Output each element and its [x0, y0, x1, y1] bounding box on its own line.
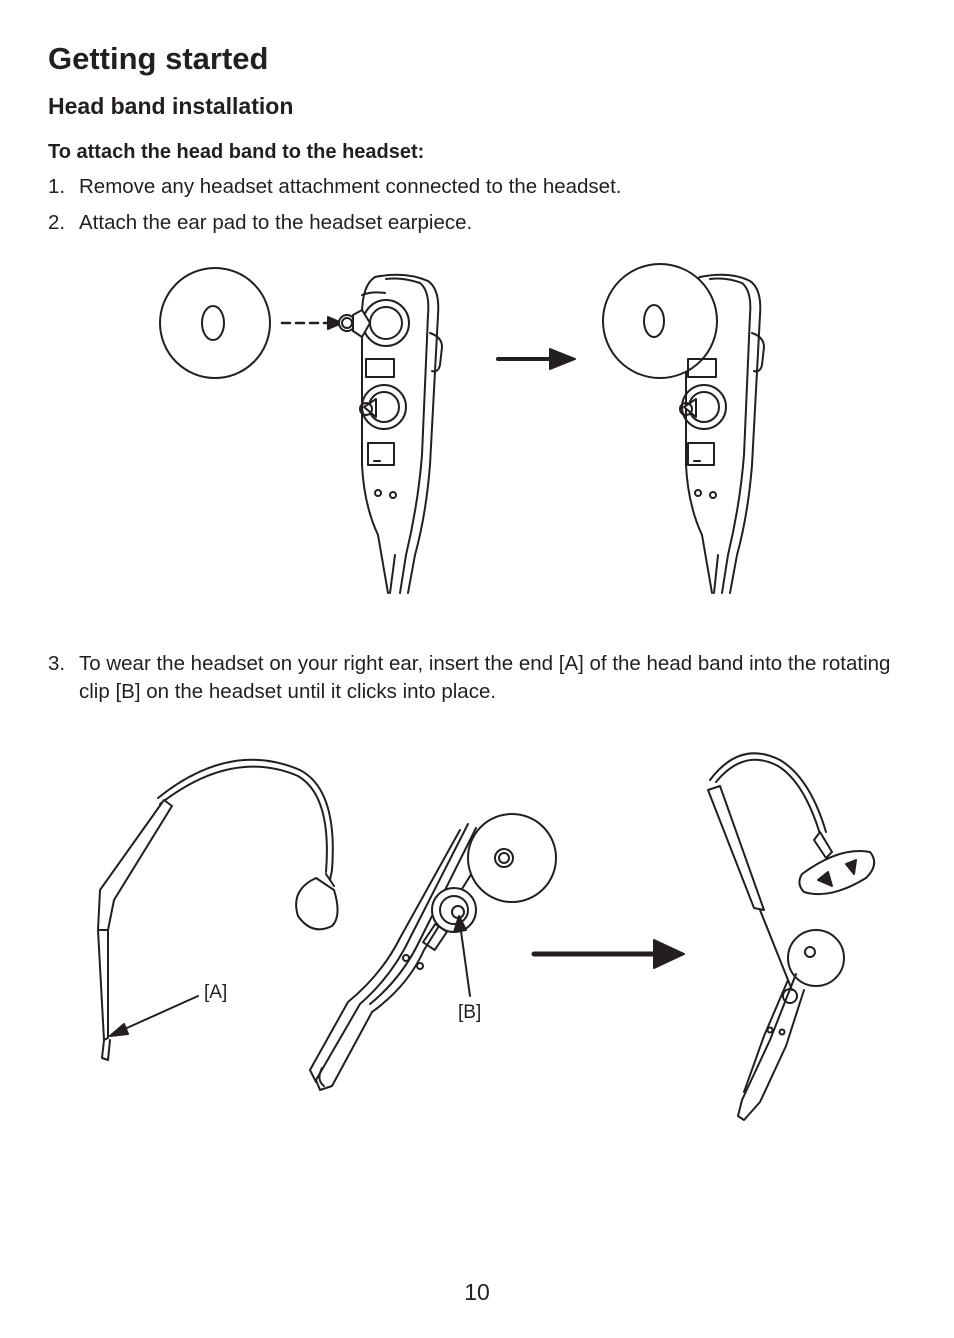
- headset-with-ear-pad-icon: [602, 263, 765, 594]
- headset-earpiece-icon: [338, 273, 443, 594]
- step-text: Remove any headset attachment connected …: [79, 175, 622, 198]
- step-number: 2.: [48, 211, 66, 234]
- page-number: 10: [464, 1279, 490, 1305]
- subsection-title: Head band installation: [48, 93, 294, 119]
- step-number: 1.: [48, 175, 66, 198]
- head-band-icon: [97, 758, 339, 1061]
- headset-rotating-clip-icon: [309, 813, 557, 1091]
- procedure-heading: To attach the head band to the headset:: [48, 141, 425, 163]
- step-number: 3.: [48, 652, 66, 675]
- label-a: [A]: [204, 982, 227, 1003]
- ear-pad-icon: [159, 267, 271, 379]
- step-2: 2. Attach the ear pad to the headset ear…: [48, 209, 918, 237]
- section-title: Getting started: [48, 41, 269, 76]
- dashed-arrow-icon: [280, 316, 343, 330]
- arrow-right-icon: [496, 348, 576, 370]
- step-text: Attach the ear pad to the headset earpie…: [79, 211, 473, 234]
- pointer-arrow-b-icon: [453, 915, 471, 997]
- label-b: [B]: [458, 1002, 481, 1023]
- arrow-right-icon: [531, 939, 685, 969]
- head-band-installation-illustration: [A] [B]: [97, 752, 876, 1121]
- step-text: To wear the headset on your right ear, i…: [79, 652, 891, 703]
- assembled-headset-icon: [707, 752, 876, 1121]
- step-3: 3. To wear the headset on your right ear…: [48, 650, 918, 706]
- pointer-arrow-a-icon: [109, 995, 199, 1037]
- step-1: 1. Remove any headset attachment connect…: [48, 173, 918, 201]
- ear-pad-attachment-illustration: [159, 263, 765, 594]
